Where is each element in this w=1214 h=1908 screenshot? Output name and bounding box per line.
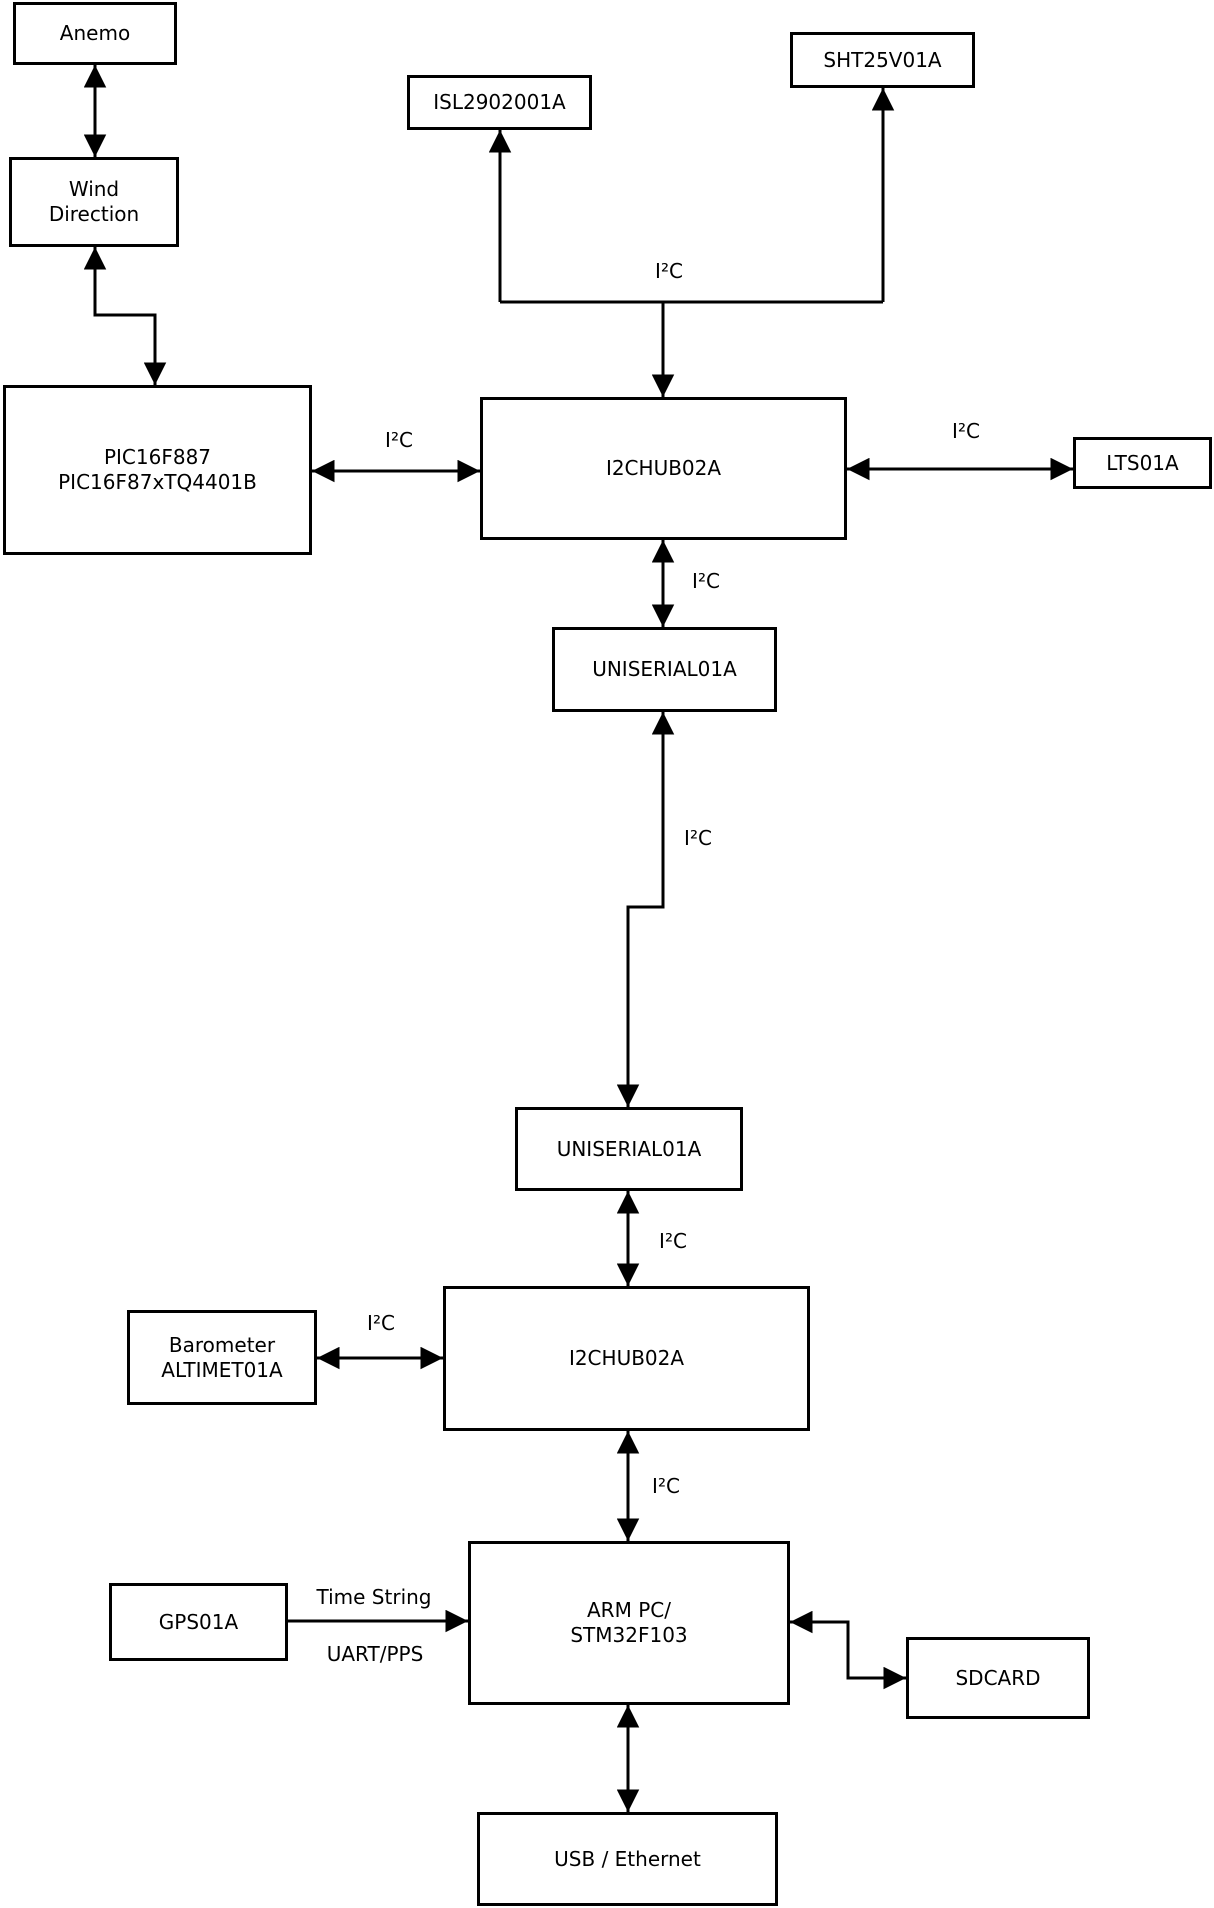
node-barometer-altimet01a: Barometer ALTIMET01A <box>127 1310 317 1405</box>
node-uniserial01a-1-label: UNISERIAL01A <box>592 657 737 681</box>
edge-label-i2c-hub1-uniserial1: I²C <box>692 569 720 593</box>
node-isl2902001a: ISL2902001A <box>407 75 592 130</box>
edge-wind-pic <box>83 247 167 385</box>
edge-label-i2c-barometer-hub2: I²C <box>367 1311 395 1335</box>
node-uniserial01a-2-label: UNISERIAL01A <box>556 1136 702 1161</box>
node-uniserial01a-1: UNISERIAL01A <box>552 627 777 712</box>
node-usb-ethernet-label: USB / Ethernet <box>554 1846 701 1871</box>
node-isl2902001a-label: ISL2902001A <box>433 90 566 114</box>
node-anemo: Anemo <box>13 2 177 65</box>
node-usb-ethernet: USB / Ethernet <box>477 1812 778 1906</box>
node-i2chub02a-1-label: I2CHUB02A <box>605 456 722 480</box>
node-i2chub02a-2: I2CHUB02A <box>443 1286 810 1431</box>
edge-label-i2c-uniserial1-uniserial2: I²C <box>684 826 712 850</box>
node-wind-direction-label: Wind Direction <box>48 177 140 226</box>
edge-label-uart-pps: UART/PPS <box>326 1642 424 1666</box>
node-sht25v01a: SHT25V01A <box>790 32 975 88</box>
node-lts01a-label: LTS01A <box>1106 450 1179 475</box>
edge-uniserial1-uniserial2 <box>616 712 675 1107</box>
node-i2chub02a-1: I2CHUB02A <box>480 397 847 540</box>
node-arm-pc-stm32f103-label: ARM PC/ STM32F103 <box>570 1598 688 1647</box>
node-barometer-altimet01a-label: Barometer ALTIMET01A <box>161 1332 283 1382</box>
edge-label-i2c-uniserial2-hub2: I²C <box>659 1229 687 1253</box>
node-wind-direction: Wind Direction <box>9 157 179 247</box>
node-i2chub02a-2-label: I2CHUB02A <box>568 1346 685 1370</box>
node-arm-pc-stm32f103: ARM PC/ STM32F103 <box>468 1541 790 1705</box>
edge-label-i2c-hub2-arm: I²C <box>652 1474 680 1498</box>
node-anemo-label: Anemo <box>59 21 131 45</box>
edge-label-i2c-pic-hub1: I²C <box>385 428 413 452</box>
edge-i2c-top-bus <box>488 88 895 397</box>
edge-label-i2c-hub1-lts: I²C <box>952 419 980 443</box>
node-sdcard: SDCARD <box>906 1637 1090 1719</box>
edge-label-time-string: Time String <box>316 1585 432 1609</box>
node-gps01a-label: GPS01A <box>158 1609 239 1634</box>
edge-arm-sdcard <box>790 1610 906 1690</box>
node-pic16f887: PIC16F887 PIC16F87xTQ4401B <box>3 385 312 555</box>
node-gps01a: GPS01A <box>109 1583 288 1661</box>
node-pic16f887-label: PIC16F887 PIC16F87xTQ4401B <box>58 445 257 494</box>
node-sdcard-label: SDCARD <box>955 1665 1041 1690</box>
node-uniserial01a-2: UNISERIAL01A <box>515 1107 743 1191</box>
node-sht25v01a-label: SHT25V01A <box>823 47 942 72</box>
edge-label-i2c-top-bus: I²C <box>655 259 683 283</box>
node-lts01a: LTS01A <box>1073 437 1212 489</box>
